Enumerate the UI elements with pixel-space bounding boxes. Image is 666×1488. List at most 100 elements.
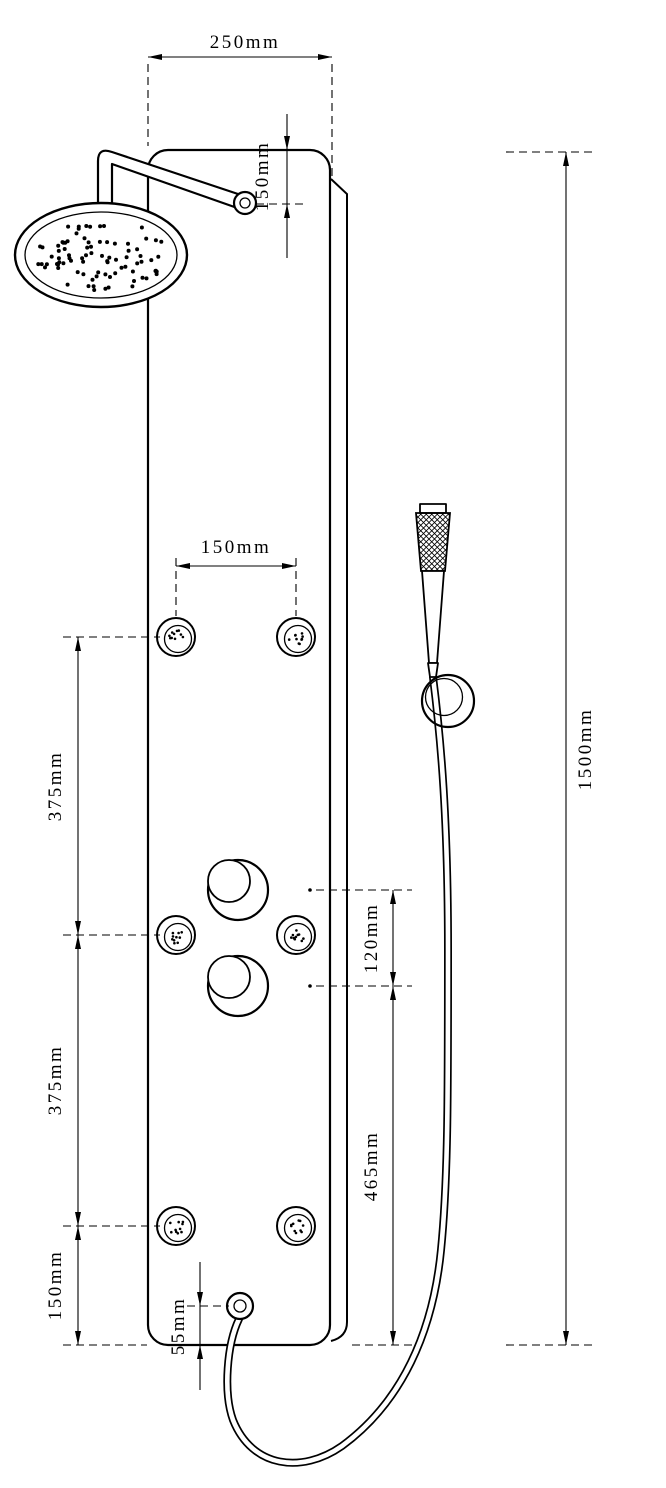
nozzle-dot — [82, 236, 87, 241]
nozzle-dot — [300, 637, 304, 641]
nozzle-dot — [60, 240, 65, 245]
dim-outlet-offset: 55mm — [168, 1262, 229, 1390]
shower-arm — [96, 149, 258, 216]
nozzle-dot — [105, 259, 110, 264]
nozzle-dot — [291, 1222, 295, 1226]
nozzle-dot — [139, 259, 144, 264]
nozzle-dot — [123, 264, 128, 269]
hand-shower-holder — [420, 673, 476, 729]
hand-shower — [415, 503, 451, 678]
nozzle-dot — [132, 279, 136, 283]
nozzle-dot — [114, 257, 118, 262]
nozzle-dot — [302, 937, 305, 940]
dim-head-drop: 150mm — [252, 114, 304, 258]
nozzle-dot — [176, 941, 179, 945]
nozzle-dot — [84, 224, 89, 228]
nozzle-dot — [179, 633, 183, 636]
nozzle-dot — [81, 259, 86, 264]
dimension-label: 375mm — [45, 1045, 66, 1116]
nozzle-dot — [301, 1224, 305, 1227]
nozzle-dot — [61, 261, 66, 266]
nozzle-dot — [67, 253, 71, 258]
nozzle-dot — [170, 1230, 173, 1234]
nozzle-dot — [135, 261, 140, 266]
nozzle-dot — [80, 256, 85, 261]
nozzle-dot — [57, 260, 62, 265]
control-knob-upper — [206, 858, 270, 922]
nozzle-dot — [291, 933, 295, 937]
nozzle-dot — [171, 931, 175, 935]
dim-hose-outlet-drop: 465mm — [352, 986, 414, 1346]
nozzle-dot — [126, 241, 130, 246]
nozzle-dot — [36, 262, 41, 267]
nozzle-dot — [180, 1230, 183, 1234]
hose-outlet — [225, 1291, 255, 1321]
nozzle-dot — [178, 936, 182, 939]
body-jet-dots — [290, 1219, 305, 1235]
nozzle-dot — [96, 270, 101, 275]
nozzle-dot — [76, 224, 81, 229]
nozzle-dot — [300, 632, 304, 635]
body-jet — [276, 1206, 316, 1246]
nozzle-dot — [295, 929, 298, 932]
body-jet — [156, 1206, 196, 1246]
nozzle-dot — [296, 933, 300, 937]
dimension-label: 375mm — [45, 751, 66, 822]
shower-arm-flange-inner — [239, 197, 251, 209]
dim-valve-gap: 120mm — [316, 889, 412, 987]
nozzle-dot — [84, 253, 88, 258]
nozzle-dot — [295, 637, 298, 641]
nozzle-dot — [102, 224, 106, 228]
nozzle-dot — [154, 272, 159, 277]
shower-arm-pipe — [96, 149, 249, 212]
nozzle-dot — [38, 244, 43, 249]
nozzle-dot — [86, 240, 91, 245]
nozzle-dot — [56, 243, 61, 248]
dimension-label: 120mm — [361, 903, 382, 974]
nozzle-dot — [175, 629, 179, 633]
nozzle-dot — [169, 1221, 172, 1225]
nozzle-dot — [298, 642, 301, 646]
body-jet-dots — [171, 931, 183, 945]
body-jets — [156, 617, 316, 1246]
nozzle-dot — [173, 941, 176, 945]
nozzle-dot — [66, 224, 71, 229]
nozzle-dot — [176, 1232, 180, 1235]
nozzle-dot — [81, 272, 86, 277]
nozzle-dot — [177, 1220, 180, 1224]
dimension-label: 250mm — [210, 32, 281, 53]
body-jet-dots — [287, 632, 304, 646]
nozzle-dot — [119, 265, 124, 270]
nozzle-dot — [65, 239, 70, 244]
nozzle-dot — [97, 239, 102, 244]
nozzle-dot — [62, 247, 67, 251]
nozzle-dot — [124, 255, 129, 260]
nozzle-dot — [89, 244, 93, 249]
nozzle-dot — [108, 275, 112, 279]
body-jet — [156, 617, 196, 657]
dimension-label: 55mm — [168, 1297, 189, 1356]
panel-front — [146, 148, 332, 1347]
nozzle-dot — [39, 262, 44, 267]
nozzle-dot — [180, 931, 183, 934]
nozzle-dot — [65, 282, 70, 287]
shower-panel — [146, 148, 348, 1347]
nozzle-dot — [173, 637, 177, 641]
nozzle-dot — [298, 1219, 302, 1223]
nozzle-dot — [159, 239, 164, 244]
nozzle-dot — [126, 248, 131, 253]
shower-hose — [223, 673, 453, 1467]
nozzle-dot — [172, 632, 176, 636]
dim-top-width: 250mm — [147, 32, 333, 176]
dimension-label: 1500mm — [575, 708, 596, 791]
nozzle-dot — [91, 284, 96, 289]
nozzle-dot — [140, 275, 145, 280]
nozzle-dot — [49, 254, 54, 259]
hand-shower-nub — [427, 662, 439, 678]
panel-side-edge — [330, 178, 348, 1342]
nozzle-dot — [144, 276, 149, 281]
ref-dot — [308, 984, 312, 988]
nozzle-dot — [56, 256, 61, 261]
nozzle-dot — [287, 638, 291, 641]
